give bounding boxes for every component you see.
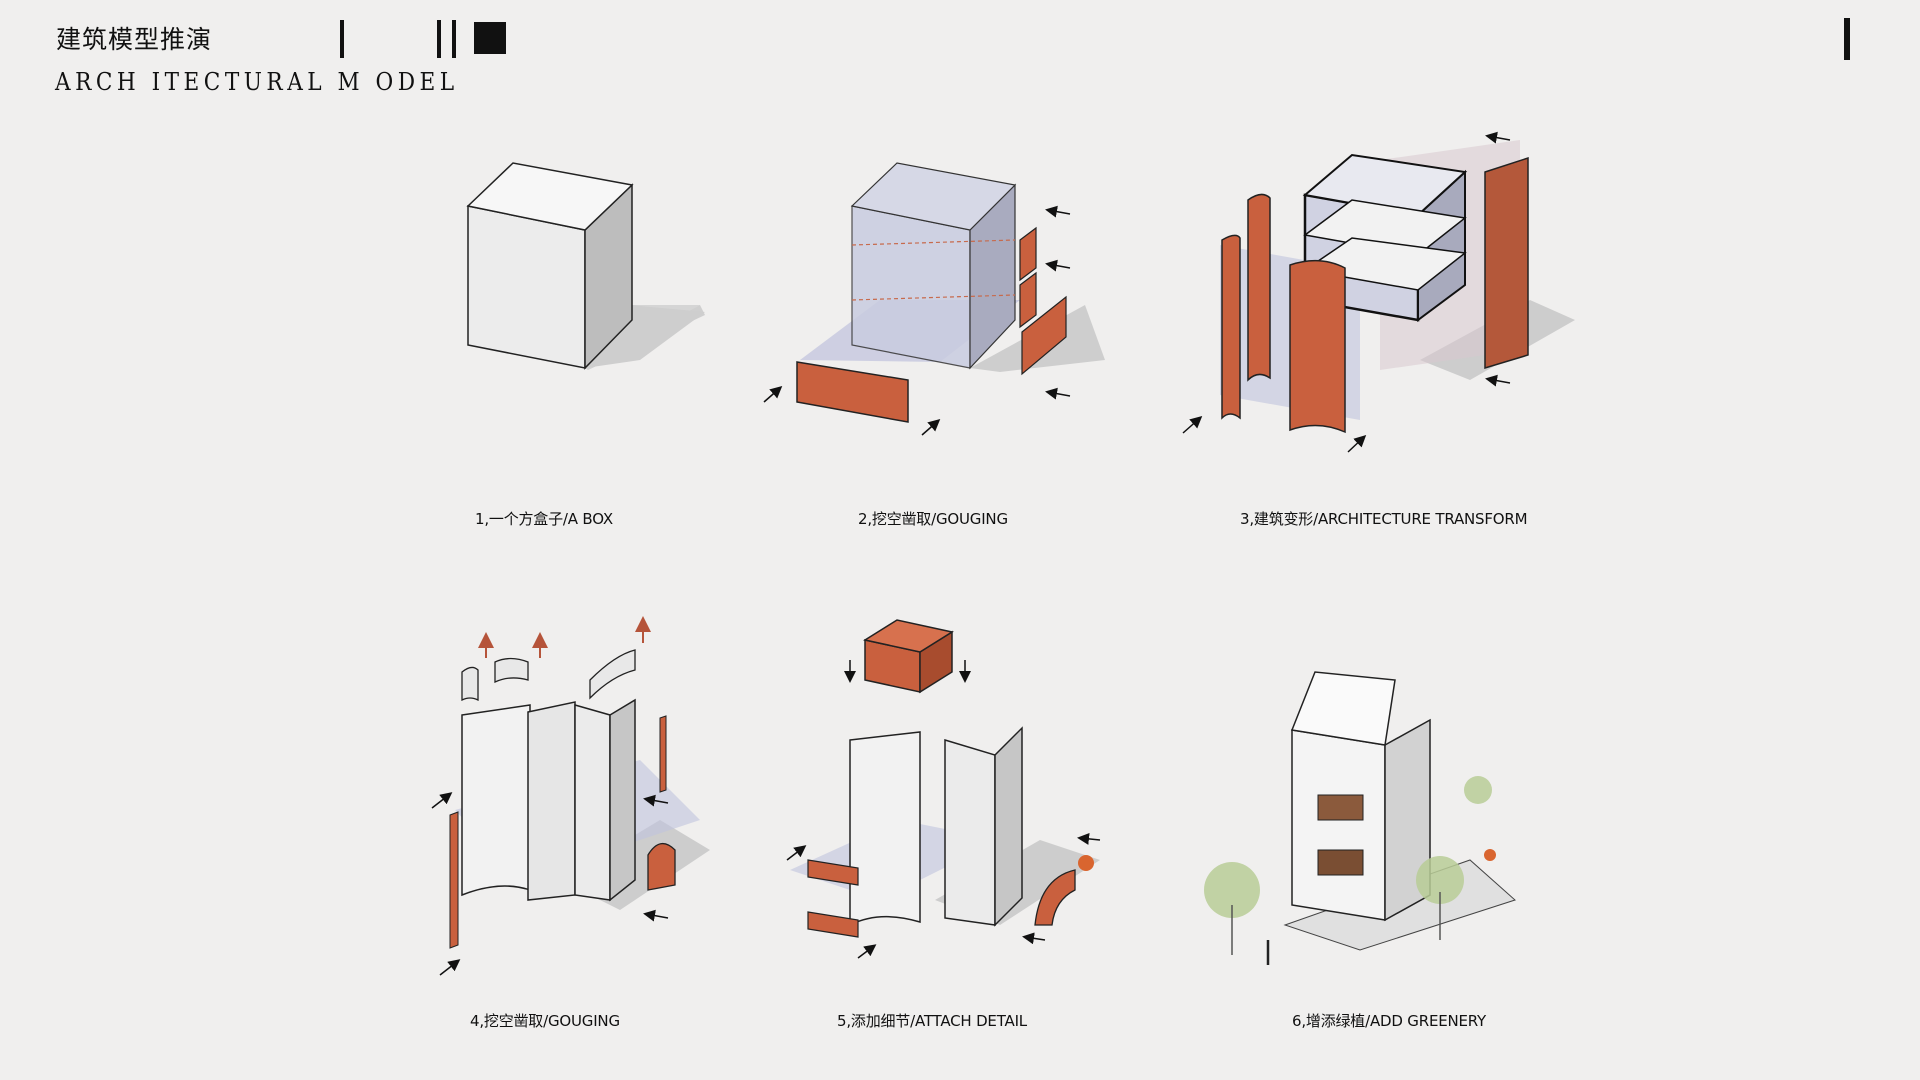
white-volume-right <box>574 704 611 901</box>
terracotta-strip-left <box>449 811 459 949</box>
terracotta-arch <box>1034 869 1076 926</box>
curved-top-piece-2 <box>494 657 529 684</box>
tree-left <box>1204 862 1260 918</box>
header-divider-bar-2 <box>437 20 441 58</box>
page-title-cn: 建筑模型推演 <box>56 25 213 54</box>
terracotta-panel-1 <box>1019 226 1037 282</box>
white-volume-right <box>944 738 996 926</box>
step-2-caption: 2,挖空凿取/GOUGING <box>858 510 1008 528</box>
curved-panel-left-tall <box>1247 193 1271 382</box>
arrow-in-1 <box>763 386 783 403</box>
terracotta-panel-3 <box>1021 295 1067 376</box>
white-volume-left <box>849 731 921 927</box>
planter-box-1 <box>1317 794 1364 821</box>
step-4-gouging-model <box>431 616 710 976</box>
panel-right <box>1484 156 1529 370</box>
header-divider-bar-1 <box>340 20 344 58</box>
step-1-box-model <box>466 162 705 370</box>
terracotta-strip-right <box>659 715 667 793</box>
glass-box-front <box>851 205 971 369</box>
step-2-gouging-model <box>763 162 1105 436</box>
planter-box-2 <box>1317 849 1364 876</box>
terracotta-slab-front <box>796 361 909 423</box>
terracotta-panel-2 <box>1019 271 1037 329</box>
step-5-caption: 5,添加细节/ATTACH DETAIL <box>837 1012 1027 1030</box>
arrow-left-2 <box>1045 259 1071 272</box>
curved-panel-left-short <box>1221 234 1241 420</box>
step-5-detail-model <box>786 619 1101 959</box>
tree-right <box>1464 776 1492 804</box>
terracotta-arch <box>647 843 676 891</box>
box-top-face <box>466 162 634 231</box>
header-divider-bar-3 <box>452 20 456 58</box>
arrow-left-3 <box>1045 387 1071 400</box>
terracotta-sphere <box>1078 855 1094 871</box>
terracotta-planter-2 <box>807 911 859 938</box>
arrow-in-2 <box>921 419 941 436</box>
step-1-caption: 1,一个方盒子/A BOX <box>475 510 613 528</box>
curved-top-piece-3 <box>589 649 636 700</box>
terracotta-planter-1 <box>807 859 859 886</box>
header-square-mark <box>474 22 506 54</box>
curved-panel-center <box>1289 259 1346 434</box>
arrow-left-1 <box>1045 205 1071 218</box>
tree-center <box>1416 856 1464 904</box>
step-3-transform-model <box>1182 131 1575 453</box>
curved-top-piece-1 <box>461 666 479 702</box>
terracotta-sphere <box>1484 849 1496 861</box>
white-volume-center <box>527 701 576 901</box>
header-right-bar <box>1844 18 1850 60</box>
step-3-caption: 3,建筑变形/ARCHITECTURE TRANSFORM <box>1240 510 1528 528</box>
page-title-en: ARCH ITECTURAL M ODEL <box>55 68 459 96</box>
white-volume-left <box>461 704 531 897</box>
building-front <box>1291 729 1386 921</box>
step-4-caption: 4,挖空凿取/GOUGING <box>470 1012 620 1030</box>
step-6-caption: 6,增添绿植/ADD GREENERY <box>1292 1012 1487 1030</box>
step-6-greenery-model <box>1204 671 1516 965</box>
box-front-face <box>467 205 586 369</box>
